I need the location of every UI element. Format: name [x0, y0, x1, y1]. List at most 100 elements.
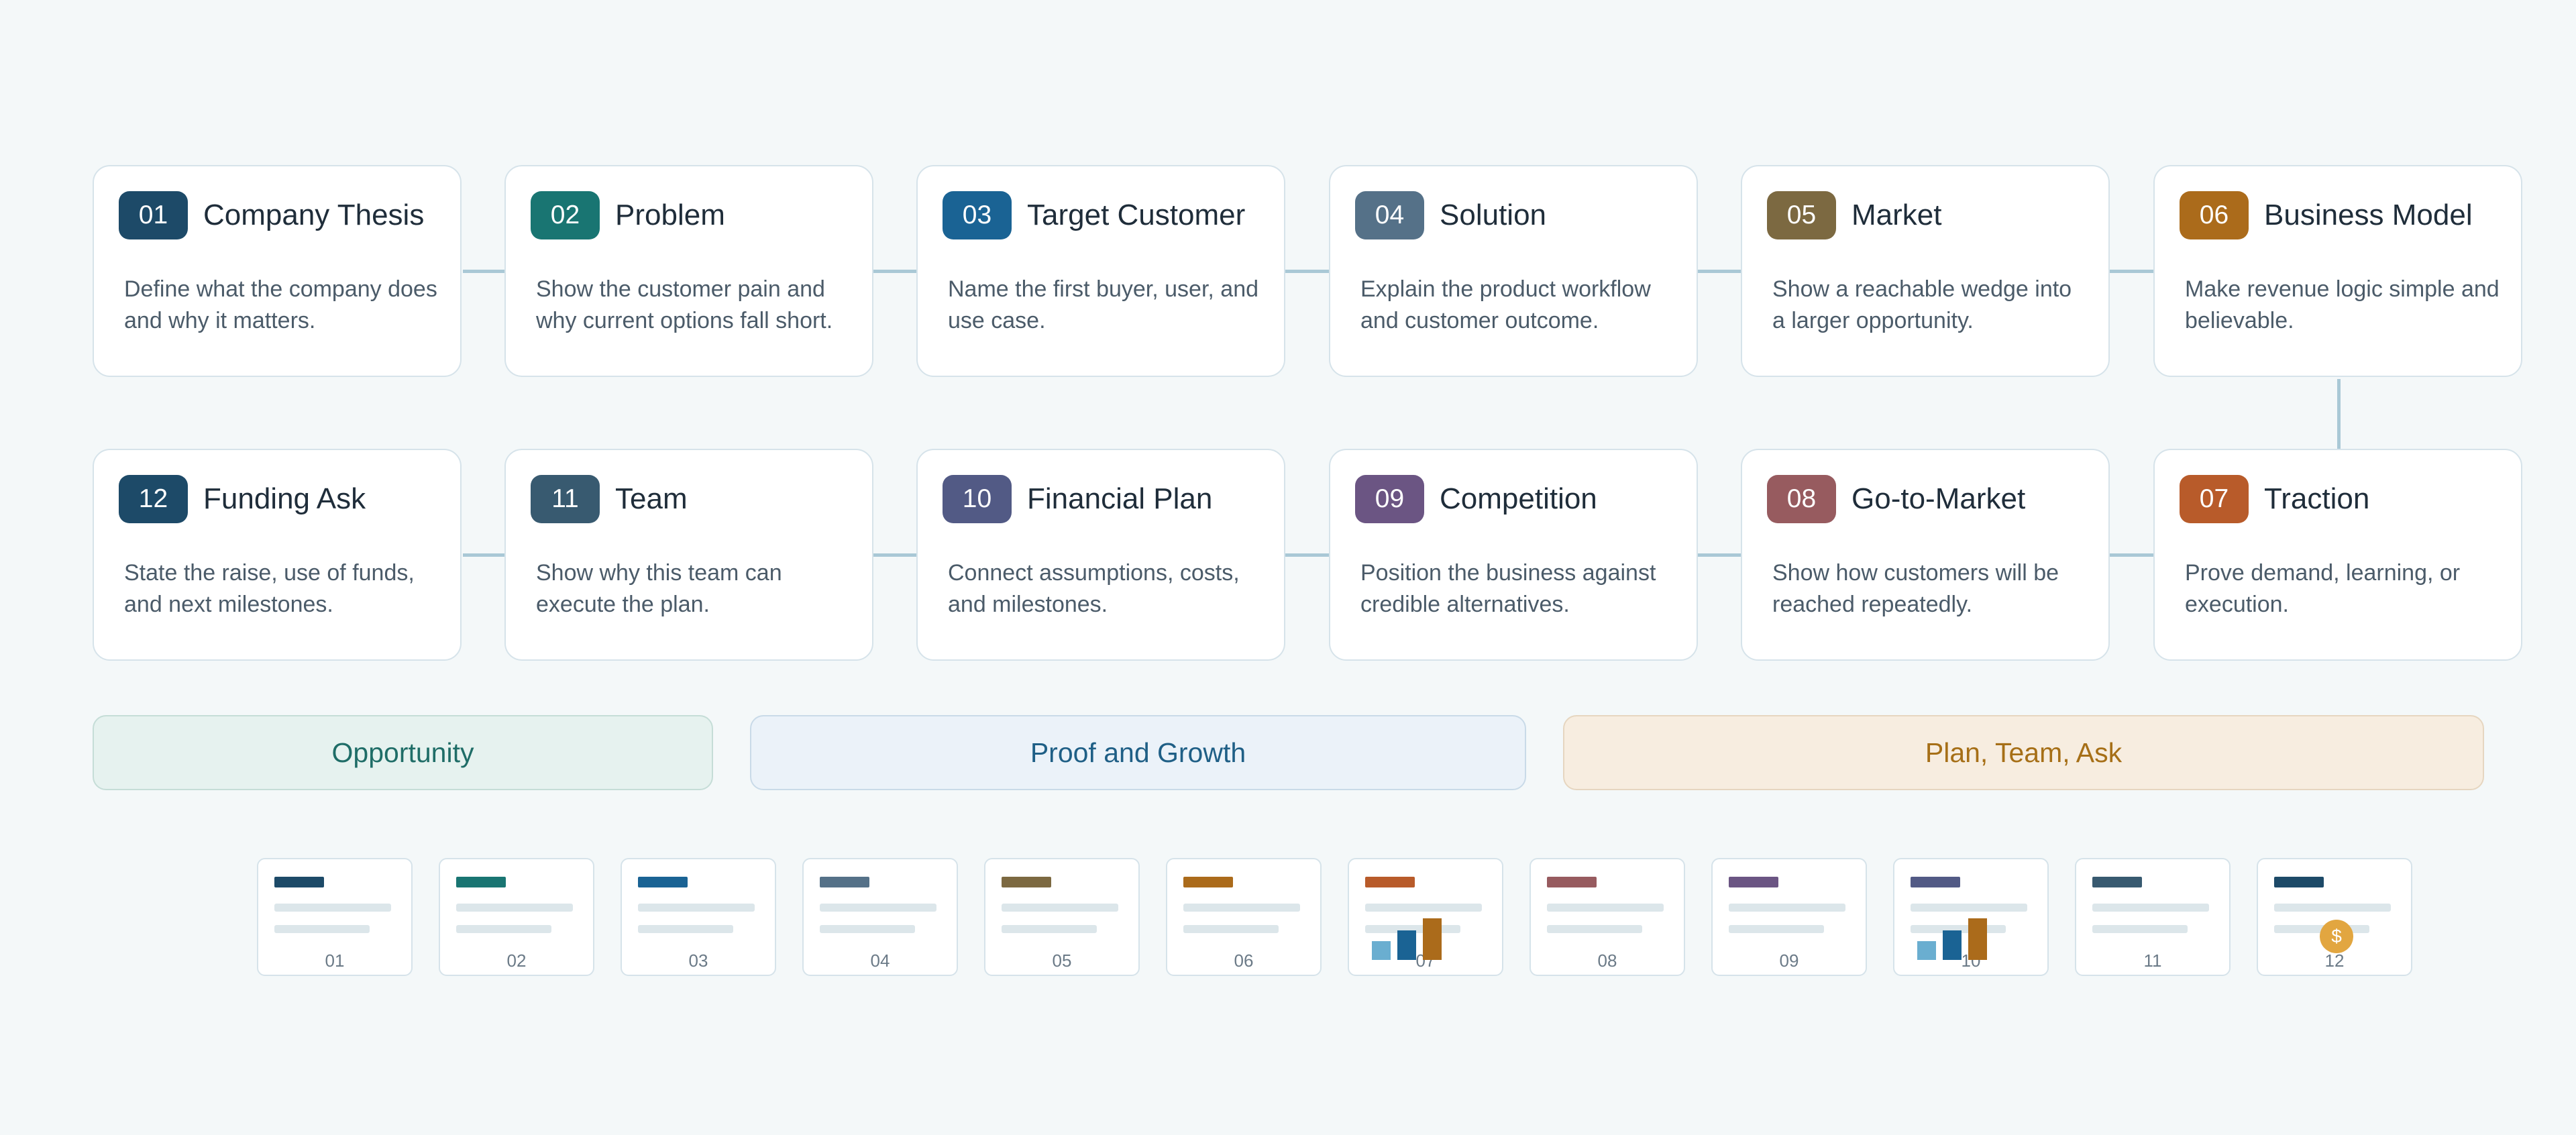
bar-chart-bar	[1423, 918, 1442, 960]
slide-thumbnail-08[interactable]: 08	[1529, 858, 1685, 976]
thumbnail-accent	[1365, 877, 1415, 887]
step-title: Team	[615, 482, 688, 515]
step-badge: 11	[531, 475, 600, 523]
bar-chart-bar	[1943, 930, 1962, 960]
step-card-03[interactable]: 03 Target Customer Name the first buyer,…	[916, 165, 1285, 377]
slide-thumbnail-09[interactable]: 09	[1711, 858, 1867, 976]
slide-thumbnail-04[interactable]: 04	[802, 858, 958, 976]
step-badge: 06	[2180, 191, 2249, 239]
step-description: Position the business against credible a…	[1360, 560, 1656, 617]
slide-thumbnail-10[interactable]: 10	[1893, 858, 2049, 976]
thumbnail-accent	[820, 877, 869, 887]
thumbnail-line	[274, 925, 370, 933]
thumbnail-line	[2274, 904, 2391, 912]
phase-plan-team-ask: Plan, Team, Ask	[1563, 715, 2484, 790]
thumbnail-accent	[1183, 877, 1233, 887]
slide-thumbnail-07[interactable]: 07	[1348, 858, 1503, 976]
thumbnail-accent	[638, 877, 688, 887]
step-description: Connect assumptions, costs, and mileston…	[948, 560, 1240, 617]
step-title: Company Thesis	[203, 199, 425, 231]
thumbnail-number: 05	[1052, 951, 1072, 971]
thumbnail-number: 03	[688, 951, 708, 971]
step-description: State the raise, use of funds, and next …	[124, 560, 415, 617]
step-description: Show a reachable wedge into a larger opp…	[1772, 276, 2072, 333]
slide-thumbnail-01[interactable]: 01	[257, 858, 413, 976]
step-badge: 05	[1767, 191, 1836, 239]
thumbnail-number: 11	[2143, 951, 2162, 971]
thumbnail-line	[1002, 925, 1097, 933]
step-title: Problem	[615, 199, 725, 231]
step-badge: 12	[119, 475, 188, 523]
thumbnail-number: 09	[1779, 951, 1799, 971]
step-title: Business Model	[2264, 199, 2473, 231]
step-description: Show how customers will be reached repea…	[1772, 560, 2059, 617]
thumbnail-number: 06	[1234, 951, 1254, 971]
step-card-02[interactable]: 02 Problem Show the customer pain and wh…	[504, 165, 873, 377]
thumbnail-accent	[1002, 877, 1051, 887]
step-description: Show why this team can execute the plan.	[536, 560, 782, 617]
slide-thumbnail-05[interactable]: 05	[984, 858, 1140, 976]
slide-thumbnail-12[interactable]: 12 $	[2257, 858, 2412, 976]
thumbnail-line	[1729, 904, 1845, 912]
thumbnail-accent	[274, 877, 324, 887]
thumbnail-line	[2092, 925, 2188, 933]
thumbnail-line	[1729, 925, 1824, 933]
thumbnail-line	[1183, 925, 1279, 933]
dollar-coin-icon: $	[2320, 920, 2353, 953]
thumbnail-accent	[1729, 877, 1778, 887]
slide-thumbnail-03[interactable]: 03	[621, 858, 776, 976]
step-badge: 09	[1355, 475, 1424, 523]
thumbnail-line	[1002, 904, 1118, 912]
thumbnail-line	[1365, 904, 1482, 912]
step-card-12[interactable]: 12 Funding Ask State the raise, use of f…	[93, 449, 462, 661]
thumbnail-number: 08	[1597, 951, 1617, 971]
step-card-01[interactable]: 01 Company Thesis Define what the compan…	[93, 165, 462, 377]
step-card-05[interactable]: 05 Market Show a reachable wedge into a …	[1741, 165, 2110, 377]
step-description: Show the customer pain and why current o…	[536, 276, 833, 333]
slide-thumbnail-06[interactable]: 06	[1166, 858, 1322, 976]
thumbnail-number: 01	[325, 951, 345, 971]
step-title: Target Customer	[1027, 199, 1246, 231]
thumbnail-line	[820, 925, 915, 933]
thumbnail-accent	[456, 877, 506, 887]
step-card-11[interactable]: 11 Team Show why this team can execute t…	[504, 449, 873, 661]
thumbnail-accent	[2092, 877, 2142, 887]
thumbnail-line	[638, 925, 733, 933]
step-description: Define what the company does and why it …	[124, 276, 437, 333]
thumbnail-line	[1547, 904, 1664, 912]
phase-opportunity: Opportunity	[93, 715, 713, 790]
step-card-10[interactable]: 10 Financial Plan Connect assumptions, c…	[916, 449, 1285, 661]
step-description: Make revenue logic simple and believable…	[2185, 276, 2500, 333]
thumbnail-line	[638, 904, 755, 912]
slide-thumbnail-11[interactable]: 11	[2075, 858, 2231, 976]
step-card-08[interactable]: 08 Go-to-Market Show how customers will …	[1741, 449, 2110, 661]
step-badge: 07	[2180, 475, 2249, 523]
step-badge: 08	[1767, 475, 1836, 523]
step-card-07[interactable]: 07 Traction Prove demand, learning, or e…	[2153, 449, 2522, 661]
step-badge: 01	[119, 191, 188, 239]
step-badge: 04	[1355, 191, 1424, 239]
step-description: Name the first buyer, user, and use case…	[948, 276, 1259, 333]
step-description: Prove demand, learning, or execution.	[2185, 560, 2461, 617]
step-title: Funding Ask	[203, 482, 366, 515]
thumbnail-line	[820, 904, 936, 912]
slide-thumbnail-02[interactable]: 02	[439, 858, 594, 976]
thumbnail-line	[1911, 904, 2027, 912]
thumbnail-accent	[1911, 877, 1960, 887]
step-card-06[interactable]: 06 Business Model Make revenue logic sim…	[2153, 165, 2522, 377]
step-title: Solution	[1440, 199, 1547, 231]
thumbnail-line	[456, 904, 573, 912]
step-badge: 02	[531, 191, 600, 239]
step-title: Traction	[2264, 482, 2370, 515]
step-title: Market	[1851, 199, 1942, 231]
thumbnail-accent	[2274, 877, 2324, 887]
thumbnail-line	[1183, 904, 1300, 912]
step-card-09[interactable]: 09 Competition Position the business aga…	[1329, 449, 1698, 661]
step-title: Competition	[1440, 482, 1597, 515]
connector	[2337, 379, 2341, 449]
bar-chart-bar	[1397, 930, 1416, 960]
step-card-04[interactable]: 04 Solution Explain the product workflow…	[1329, 165, 1698, 377]
step-badge: 10	[943, 475, 1012, 523]
phase-proof-and-growth: Proof and Growth	[750, 715, 1526, 790]
